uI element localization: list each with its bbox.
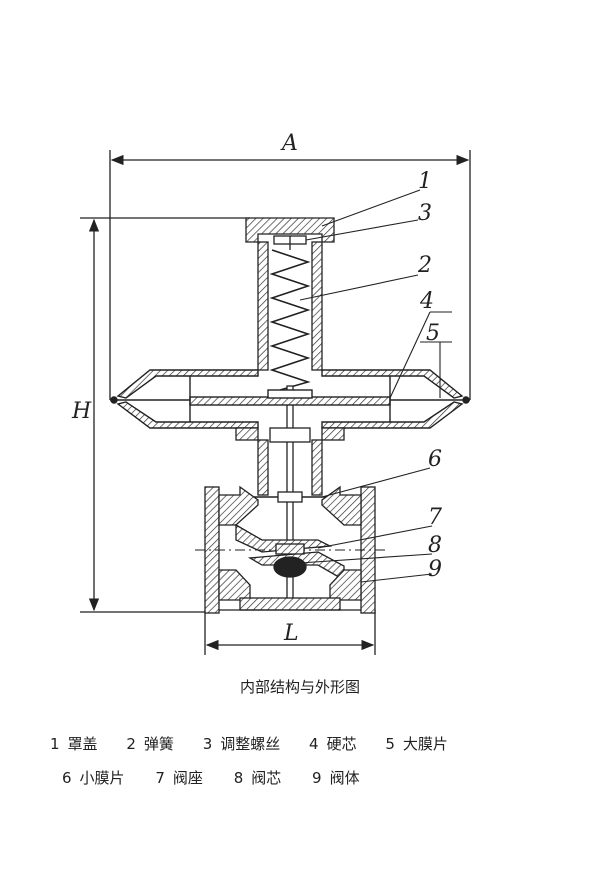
callout-9: 9 bbox=[428, 557, 442, 582]
figure-caption: 内部结构与外形图 bbox=[239, 678, 360, 696]
large-diaphragm-housing bbox=[110, 369, 470, 429]
callout-2: 2 bbox=[417, 253, 432, 278]
spring bbox=[269, 249, 311, 391]
callout-8: 8 bbox=[428, 533, 442, 558]
dimension-h bbox=[80, 217, 250, 613]
callout-4: 4 bbox=[419, 289, 434, 314]
dim-label-a: A bbox=[280, 131, 298, 156]
spring-housing bbox=[257, 235, 323, 371]
callout-1: 1 bbox=[418, 169, 432, 194]
callout-6: 6 bbox=[428, 447, 442, 472]
valve-body bbox=[195, 485, 385, 614]
callout-3: 3 bbox=[418, 201, 432, 226]
dimension-a bbox=[109, 150, 471, 400]
cover-cap bbox=[245, 217, 335, 243]
dim-label-l: L bbox=[283, 621, 299, 646]
dim-label-h: H bbox=[71, 399, 92, 424]
callout-5: 5 bbox=[426, 321, 440, 346]
dimension-l bbox=[204, 610, 376, 655]
leader-lines bbox=[299, 189, 452, 583]
callout-7: 7 bbox=[428, 505, 442, 530]
valve-plug bbox=[273, 543, 307, 578]
